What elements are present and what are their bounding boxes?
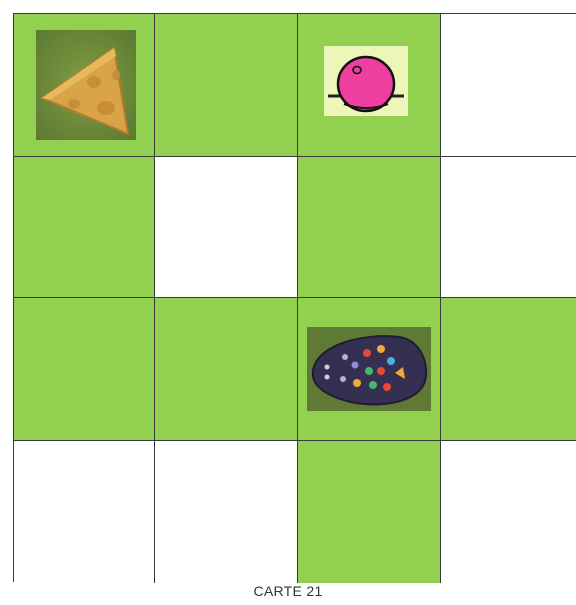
board-cell-r4-c2-white[interactable]	[155, 441, 298, 583]
board-cell-r4-c1-white[interactable]	[14, 441, 155, 583]
board-cell-r2-c3-green[interactable]	[298, 157, 441, 298]
cheese-icon	[36, 30, 136, 140]
game-board-grid	[13, 13, 576, 582]
board-cell-r3-c3-green[interactable]	[298, 298, 441, 441]
board-cell-r3-c1-green[interactable]	[14, 298, 155, 441]
card-caption: CARTE 21	[0, 583, 576, 599]
board-cell-r3-c4-green[interactable]	[441, 298, 576, 441]
board-cell-r1-c1-green[interactable]	[14, 14, 155, 157]
board-cell-r4-c4-white[interactable]	[441, 441, 576, 583]
board-cell-r4-c3-green[interactable]	[298, 441, 441, 583]
board-cell-r1-c3-green[interactable]	[298, 14, 441, 157]
board-cell-r2-c4-white[interactable]	[441, 157, 576, 298]
robot-mouse-icon	[307, 327, 431, 411]
ladybug-icon	[324, 46, 408, 116]
board-cell-r2-c1-green[interactable]	[14, 157, 155, 298]
board-cell-r1-c2-green[interactable]	[155, 14, 298, 157]
board-cell-r1-c4-white[interactable]	[441, 14, 576, 157]
board-cell-r2-c2-white[interactable]	[155, 157, 298, 298]
board-cell-r3-c2-green[interactable]	[155, 298, 298, 441]
